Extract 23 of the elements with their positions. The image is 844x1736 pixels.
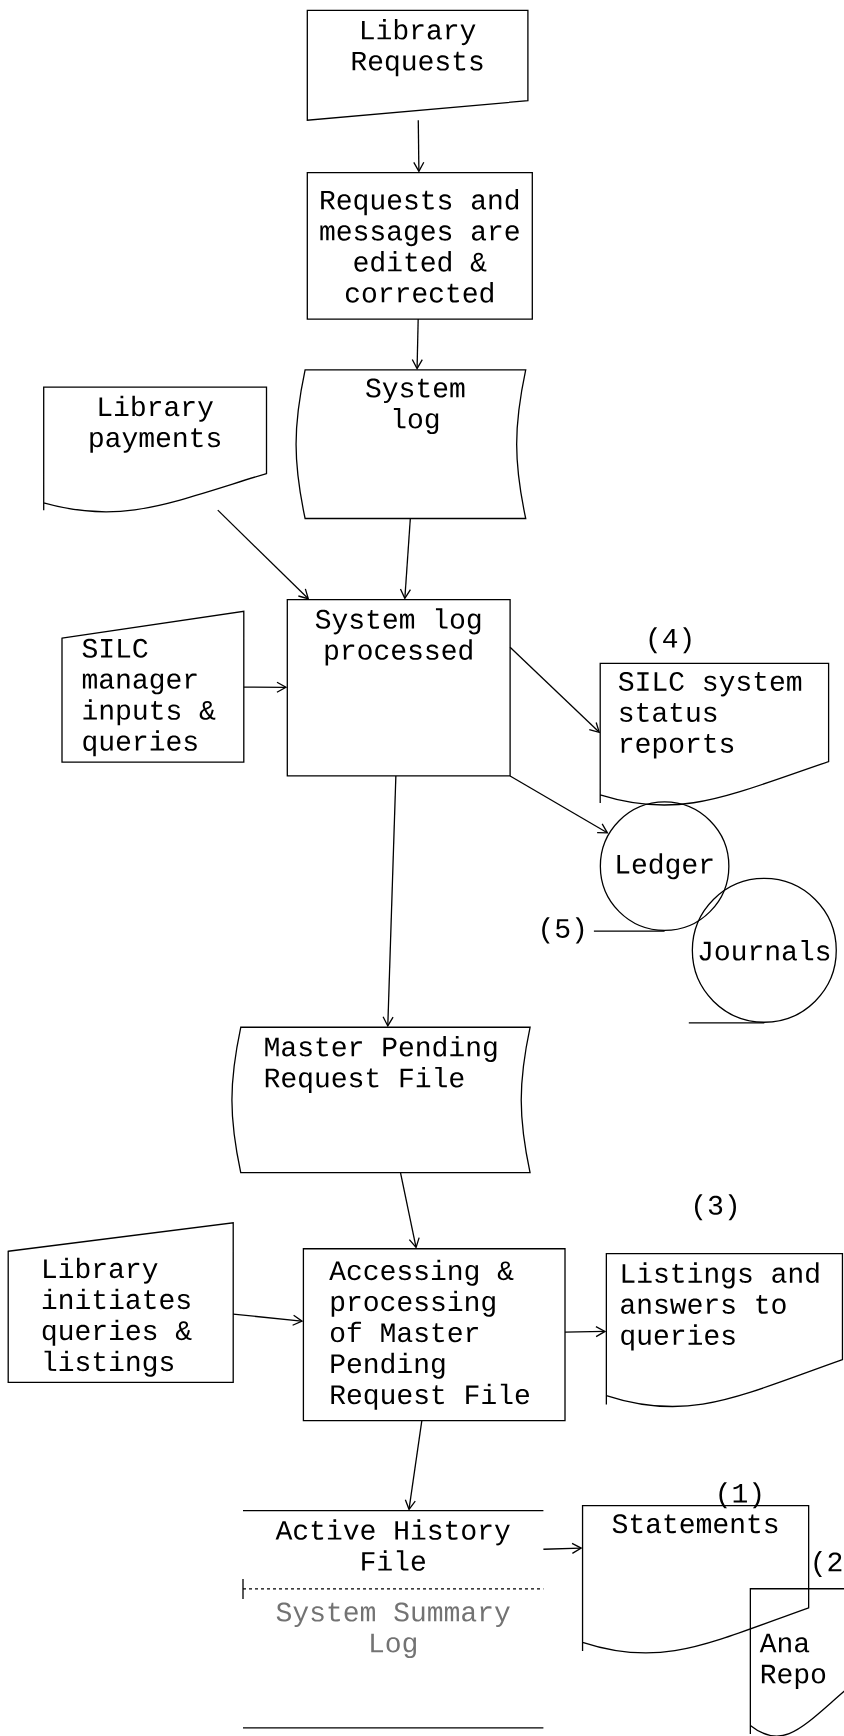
process-box: Accessing & processing of Master Pending Request File	[302, 1248, 566, 1422]
arrow	[542, 1542, 583, 1554]
process-box: System log processed	[286, 599, 511, 777]
arrow	[399, 517, 412, 600]
arrow	[564, 1325, 607, 1338]
arrow	[413, 119, 425, 173]
arrow	[382, 775, 397, 1028]
arrow	[509, 646, 601, 734]
arrow	[399, 1171, 420, 1249]
ledger-reel: Ledger	[593, 801, 730, 932]
process-box: Requests and messages are edited & corrected	[306, 172, 533, 320]
callout-number: (4)	[649, 627, 691, 654]
callout-number: (3)	[695, 1194, 736, 1221]
callout-number: (5)	[542, 917, 584, 944]
callout-number: (1)	[719, 1482, 761, 1509]
arrow	[217, 509, 310, 600]
arrow	[232, 1313, 304, 1326]
callout-number: (2	[814, 1550, 842, 1577]
arrow	[411, 318, 423, 370]
arrow	[404, 1420, 423, 1511]
arrow	[243, 681, 288, 693]
journal-reel: Journals	[688, 877, 837, 1024]
arrow	[509, 775, 609, 834]
